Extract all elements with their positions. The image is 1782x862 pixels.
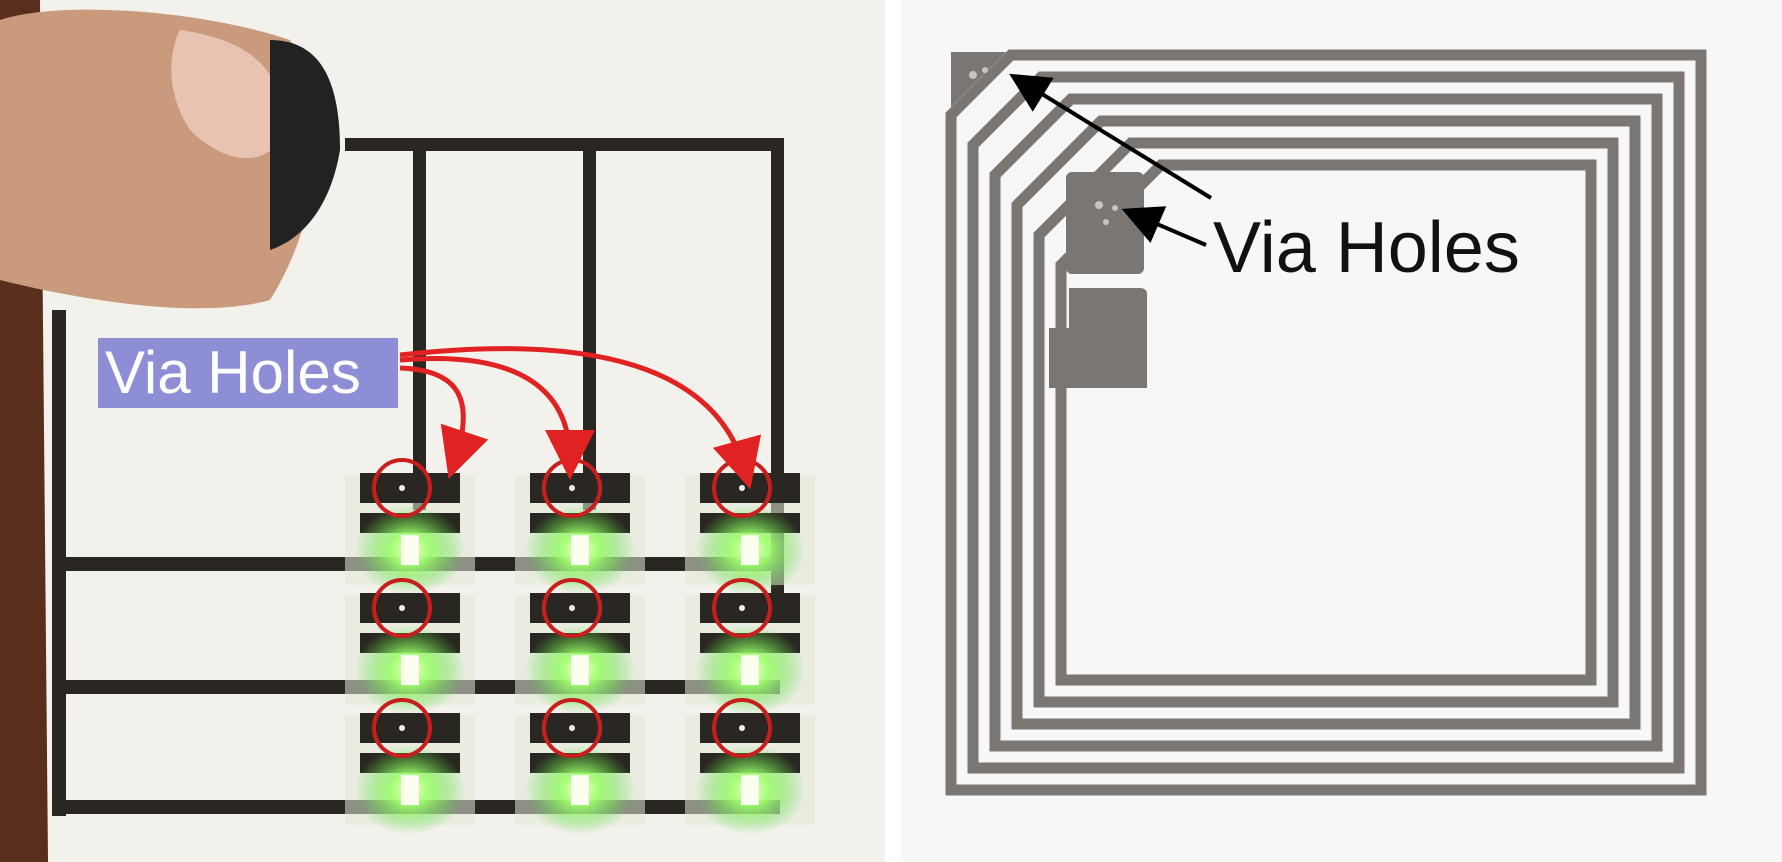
led-module	[345, 578, 475, 715]
via-hole-circle-icon	[712, 698, 772, 758]
via-hole-circle-icon	[542, 578, 602, 638]
red-arrow-icon	[399, 346, 762, 490]
led-module	[515, 578, 645, 715]
coil-turn	[1011, 115, 1641, 730]
thumb-icon	[0, 9, 340, 309]
via-pad-icon	[1049, 288, 1147, 388]
led-module	[345, 698, 475, 835]
led-module	[515, 458, 645, 595]
via-holes-text-right: Via Holes	[1213, 208, 1520, 288]
black-arrows	[1009, 73, 1213, 247]
led-matrix-photo: Via Holes	[0, 0, 885, 862]
led-module	[345, 458, 475, 595]
corner-pad	[951, 52, 1006, 107]
via-hole-circle-icon	[542, 698, 602, 758]
coil-turn	[967, 71, 1685, 774]
led-module	[685, 698, 815, 835]
via-hole-circle-icon	[372, 458, 432, 518]
via-holes-label-left: Via Holes	[98, 338, 398, 408]
coil-turn	[945, 49, 1707, 796]
black-arrow-icon	[1009, 73, 1213, 200]
led-module	[515, 698, 645, 835]
via-holes-text-left: Via Holes	[105, 339, 361, 406]
black-arrow-icon	[1121, 206, 1207, 247]
led-matrix-illustration: Via Holes	[0, 0, 885, 862]
via-hole-dots	[969, 67, 1118, 225]
via-hole-circle-icon	[372, 698, 432, 758]
red-arrows	[399, 346, 762, 490]
coil-antenna-illustration: Via Holes	[901, 0, 1782, 862]
red-arrow-icon	[399, 356, 595, 480]
led-module	[685, 578, 815, 715]
red-arrow-icon	[399, 365, 489, 479]
via-hole-circle-icon	[372, 578, 432, 638]
coil-turn	[1033, 137, 1619, 708]
coil-antenna-photo: Via Holes	[901, 0, 1782, 862]
led-grid	[345, 458, 815, 835]
led-module	[685, 458, 815, 595]
coil-antenna-icon	[945, 49, 1707, 796]
via-hole-circle-icon	[712, 578, 772, 638]
coil-turn	[989, 93, 1663, 752]
